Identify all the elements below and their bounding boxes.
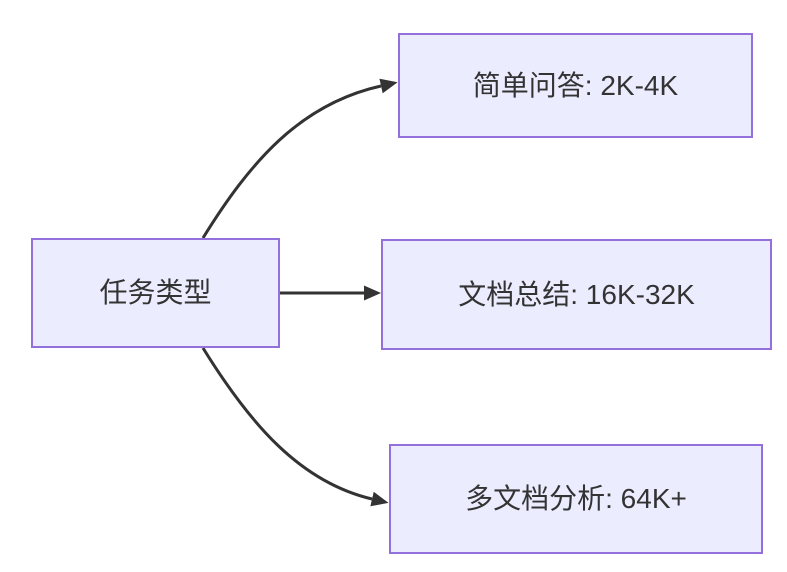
node-task-type: 任务类型 <box>31 238 280 348</box>
node-multi-doc-analysis: 多文档分析: 64K+ <box>389 444 763 554</box>
edge-task-type-to-simple-qa <box>201 78 398 239</box>
node-doc-summary: 文档总结: 16K-32K <box>381 239 772 350</box>
node-simple-qa: 简单问答: 2K-4K <box>398 33 753 138</box>
node-simple-qa-label: 简单问答: 2K-4K <box>472 69 679 101</box>
node-multi-doc-analysis-label: 多文档分析: 64K+ <box>465 483 687 515</box>
node-task-type-label: 任务类型 <box>99 277 212 309</box>
node-doc-summary-label: 文档总结: 16K-32K <box>458 278 695 310</box>
edge-task-type-to-multi-doc-analysis <box>201 347 389 507</box>
